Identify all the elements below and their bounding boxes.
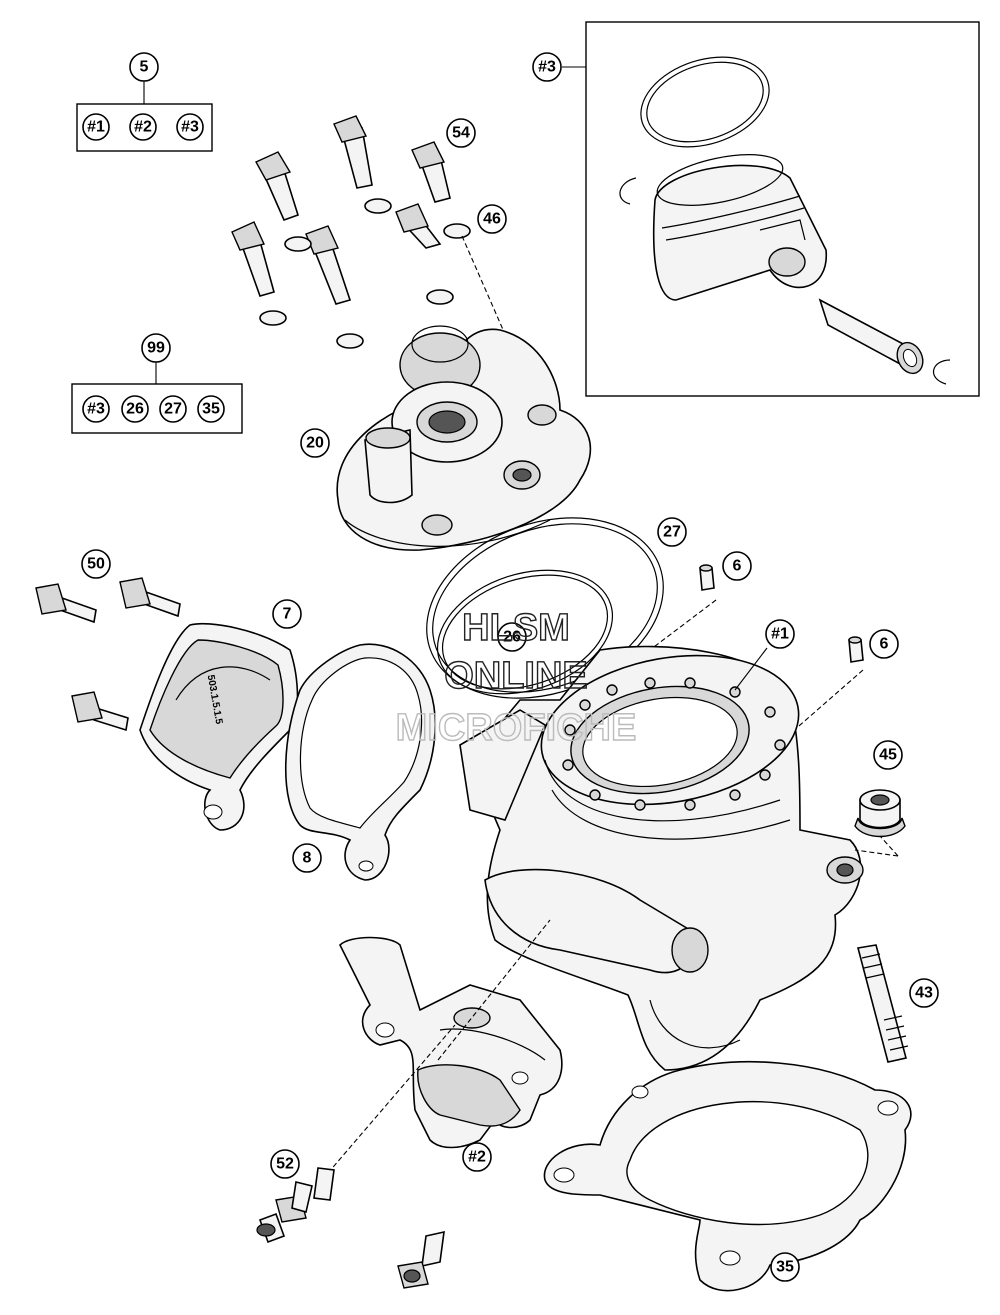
- svg-text:26: 26: [503, 629, 521, 646]
- head-bolt[interactable]: [231, 221, 275, 297]
- svg-text:8: 8: [303, 850, 312, 867]
- kit-5-group: 5 #1 #2 #3: [76, 52, 213, 152]
- svg-text:#1: #1: [87, 119, 105, 136]
- kit-5-item-3[interactable]: #3: [176, 113, 204, 141]
- kit-99-item-26[interactable]: 26: [121, 395, 149, 423]
- kit-99-item-27[interactable]: 27: [159, 395, 187, 423]
- wrist-pin[interactable]: [818, 298, 928, 378]
- cover-bolt[interactable]: [71, 691, 129, 732]
- callout-exhaust-valve[interactable]: #2: [462, 1142, 492, 1172]
- svg-text:#1: #1: [771, 626, 789, 643]
- piston-kit-group: #3: [532, 21, 980, 397]
- piston-ring[interactable]: [629, 42, 780, 163]
- callout-50[interactable]: 50: [81, 549, 111, 579]
- svg-text:35: 35: [202, 401, 220, 418]
- flange-nut[interactable]: [854, 789, 906, 838]
- valve-cover[interactable]: 503.1.5.1.5: [139, 622, 299, 831]
- washer[interactable]: [336, 333, 364, 349]
- svg-text:99: 99: [147, 340, 165, 357]
- callout-99[interactable]: 99: [141, 333, 171, 363]
- watermark: HLSM ONLINE MICROFICHE: [395, 606, 637, 749]
- cover-bolt[interactable]: [119, 577, 181, 618]
- piston[interactable]: [652, 145, 827, 301]
- callout-27[interactable]: 27: [657, 517, 687, 547]
- svg-text:6: 6: [733, 558, 742, 575]
- svg-text:#3: #3: [87, 401, 105, 418]
- cylinder[interactable]: [459, 637, 864, 1071]
- kit-99-group: 99 #3 26 27 35: [71, 333, 243, 434]
- circlip-right[interactable]: [933, 359, 951, 385]
- washer[interactable]: [443, 223, 471, 239]
- washer[interactable]: [364, 198, 392, 214]
- cover-bolt[interactable]: [35, 583, 97, 624]
- svg-text:#3: #3: [538, 59, 556, 76]
- kit-5-item-1[interactable]: #1: [82, 113, 110, 141]
- washer[interactable]: [426, 289, 454, 305]
- svg-text:5: 5: [140, 59, 149, 76]
- callout-46[interactable]: 46: [477, 204, 507, 234]
- svg-text:ONLINE: ONLINE: [444, 655, 588, 697]
- exhaust-control-valve[interactable]: [339, 936, 563, 1149]
- callout-43[interactable]: 43: [909, 978, 939, 1008]
- head-bolt[interactable]: [333, 115, 373, 189]
- washer[interactable]: [259, 310, 287, 326]
- callout-piston-kit[interactable]: #3: [532, 52, 562, 82]
- callout-54[interactable]: 54: [446, 118, 476, 148]
- callout-cylinder[interactable]: #1: [765, 619, 795, 649]
- svg-text:#3: #3: [181, 119, 199, 136]
- cover-gasket[interactable]: [284, 643, 436, 881]
- callout-7[interactable]: 7: [272, 599, 302, 629]
- callout-6-right[interactable]: 6: [869, 629, 899, 659]
- svg-text:MICROFICHE: MICROFICHE: [396, 707, 637, 749]
- dowel-pin[interactable]: [699, 564, 715, 591]
- circlip-left[interactable]: [619, 177, 637, 205]
- head-bolt[interactable]: [305, 225, 352, 305]
- svg-text:43: 43: [915, 985, 933, 1002]
- cylinder-head[interactable]: [336, 325, 592, 551]
- svg-text:6: 6: [880, 636, 889, 653]
- screw[interactable]: [275, 1167, 335, 1223]
- svg-text:46: 46: [483, 211, 501, 228]
- svg-text:HLSM: HLSM: [462, 607, 570, 649]
- svg-text:50: 50: [87, 556, 105, 573]
- kit-99-item-35[interactable]: 35: [197, 395, 225, 423]
- head-bolt[interactable]: [395, 203, 442, 249]
- svg-text:52: 52: [276, 1156, 294, 1173]
- svg-text:27: 27: [663, 524, 681, 541]
- callout-8[interactable]: 8: [292, 843, 322, 873]
- screw[interactable]: [397, 1230, 445, 1289]
- callout-35[interactable]: 35: [770, 1252, 800, 1282]
- kit-99-item-3[interactable]: #3: [82, 395, 110, 423]
- svg-text:26: 26: [126, 401, 144, 418]
- callout-20[interactable]: 20: [300, 428, 330, 458]
- head-bolt[interactable]: [411, 141, 451, 203]
- callout-5[interactable]: 5: [129, 52, 159, 82]
- o-ring-26[interactable]: [421, 549, 628, 715]
- dowel-pin[interactable]: [848, 636, 864, 663]
- kit-5-item-2[interactable]: #2: [129, 113, 157, 141]
- svg-text:20: 20: [306, 435, 324, 452]
- svg-text:27: 27: [164, 401, 182, 418]
- stud[interactable]: [857, 944, 909, 1063]
- svg-text:54: 54: [452, 125, 470, 142]
- svg-text:#2: #2: [134, 119, 152, 136]
- svg-text:45: 45: [879, 747, 897, 764]
- callout-6-left[interactable]: 6: [722, 551, 752, 581]
- svg-text:7: 7: [283, 606, 292, 623]
- base-gasket[interactable]: [543, 1061, 912, 1292]
- callout-52[interactable]: 52: [270, 1149, 300, 1179]
- head-bolts-group: 54 46: [231, 115, 537, 406]
- svg-text:#2: #2: [468, 1149, 486, 1166]
- head-bolt[interactable]: [255, 151, 299, 222]
- screw[interactable]: [256, 1212, 286, 1244]
- washer[interactable]: [284, 236, 312, 252]
- svg-text:35: 35: [776, 1259, 794, 1276]
- callout-45[interactable]: 45: [873, 740, 903, 770]
- callout-26[interactable]: 26: [497, 622, 527, 652]
